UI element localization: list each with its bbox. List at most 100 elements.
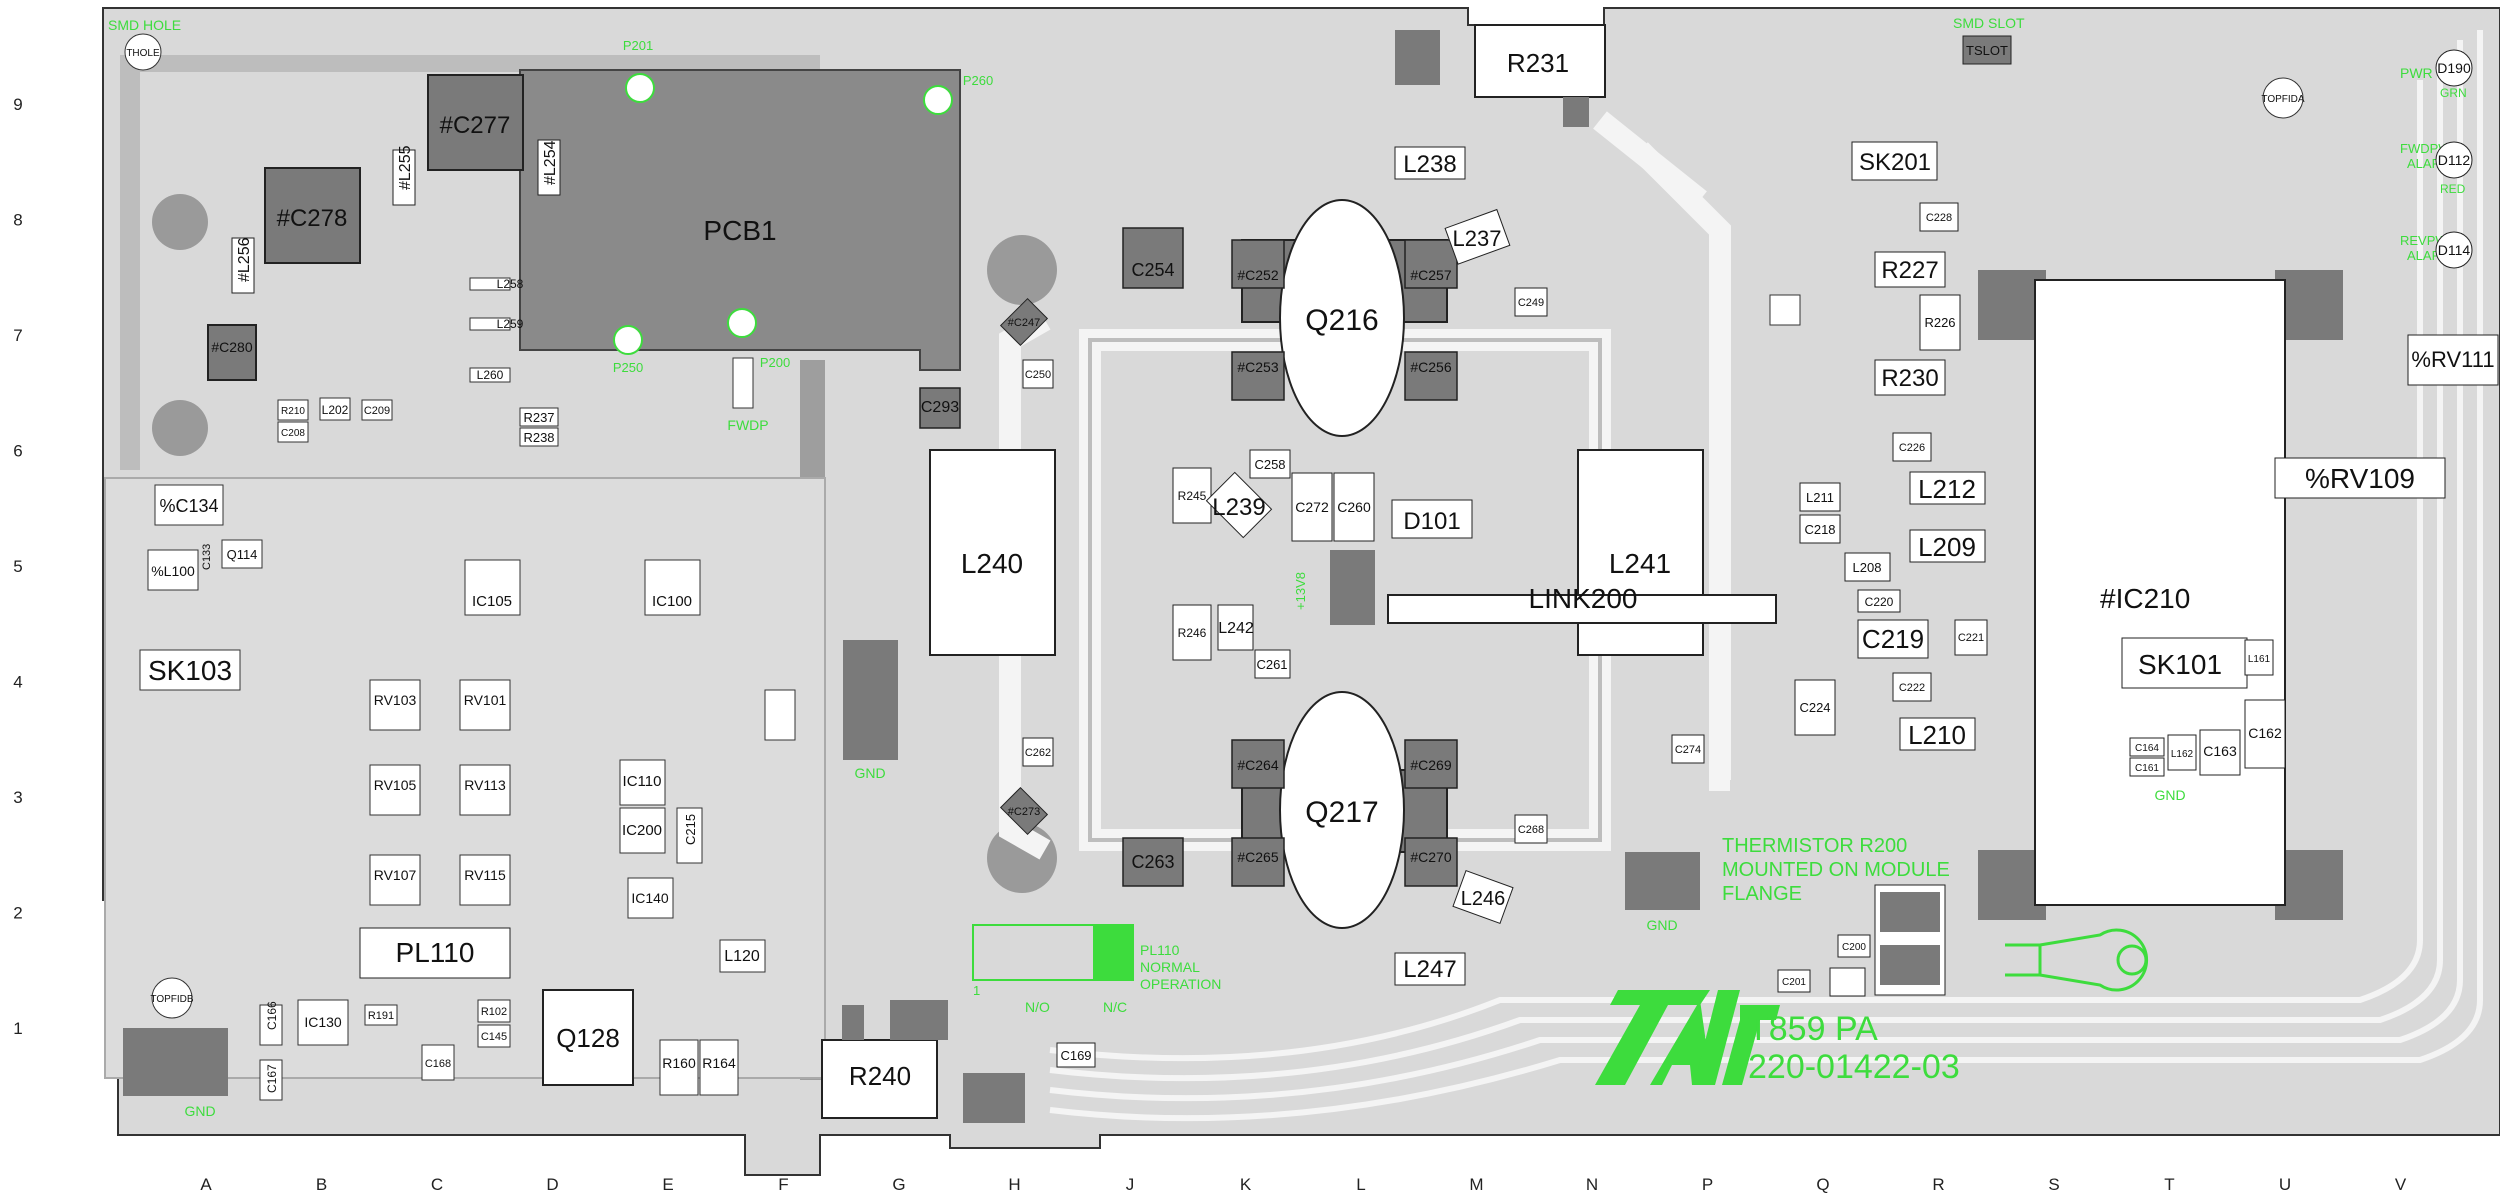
d101-component xyxy=(1391,499,1473,539)
fwdp-pad xyxy=(732,357,754,409)
grid-column-label: C xyxy=(431,1175,443,1194)
pcb1-label: PCB1 xyxy=(703,215,776,246)
l256-component xyxy=(231,237,255,294)
grid-row-label: 1 xyxy=(13,1019,22,1038)
pcb1-area-parts xyxy=(277,277,559,447)
l241-label: L241 xyxy=(1609,548,1671,579)
l242-component xyxy=(1217,604,1254,651)
c257-label: #C257 xyxy=(1410,267,1451,283)
r238-label: R238 xyxy=(523,430,554,445)
mount-pad xyxy=(152,194,208,250)
c277-component xyxy=(427,74,524,171)
c201-label: C201 xyxy=(1782,977,1806,988)
link200-bar xyxy=(1387,594,1777,624)
grid-row-label: 7 xyxy=(13,326,22,345)
grn-label: GRN xyxy=(2440,86,2467,100)
rv113-label: RV113 xyxy=(464,777,506,793)
rv111-label: %RV111 xyxy=(2411,347,2494,372)
q128-label: Q128 xyxy=(556,1023,620,1053)
l210-component xyxy=(1899,717,1976,751)
gnd-label: GND xyxy=(2154,787,2185,803)
l210-label: L210 xyxy=(1908,720,1966,750)
c263-label: C263 xyxy=(1131,852,1174,872)
c280-label: #C280 xyxy=(211,339,252,355)
r227-component xyxy=(1874,251,1946,288)
c260-component xyxy=(1333,472,1375,542)
c278-label: #C278 xyxy=(277,205,348,232)
r231-component xyxy=(1474,24,1606,98)
c200-component xyxy=(1837,934,1871,958)
l200-component xyxy=(1829,967,1866,997)
c224-component xyxy=(1794,679,1836,736)
gnd-pad xyxy=(123,1028,228,1096)
c162-label: C162 xyxy=(2248,725,2282,741)
d190-led xyxy=(2435,49,2473,87)
l208-label: L208 xyxy=(1853,560,1882,575)
l120-label: L120 xyxy=(724,948,760,965)
l254-component xyxy=(537,139,561,196)
l237-component xyxy=(1444,208,1511,265)
l202-label: L202 xyxy=(322,403,349,417)
rv107-label: RV107 xyxy=(374,867,417,883)
grid-column-label: D xyxy=(546,1175,558,1194)
l162-label: L162 xyxy=(2171,749,2194,760)
pl110-label: PL110 xyxy=(396,937,475,968)
ic130-label: IC130 xyxy=(304,1014,342,1030)
l212-label: L212 xyxy=(1918,474,1976,504)
c262-component xyxy=(1022,737,1054,767)
l237-label: L237 xyxy=(1453,226,1502,251)
l240-component xyxy=(929,449,1056,656)
pl110-note-3: OPERATION xyxy=(1140,976,1221,992)
l246-component xyxy=(1452,869,1514,925)
pl110-connector xyxy=(359,927,511,979)
c166-label: C166 xyxy=(265,1001,279,1030)
c268-component xyxy=(1514,814,1548,844)
pl110-no: N/O xyxy=(1025,999,1050,1015)
r240-component xyxy=(821,1039,938,1119)
sk103-label: SK103 xyxy=(148,655,232,686)
ground-pad xyxy=(1330,550,1375,625)
tait-logo xyxy=(1595,990,1780,1085)
r200-pad xyxy=(1880,945,1940,985)
p200-label: P200 xyxy=(760,355,790,370)
c277-label: #C277 xyxy=(440,112,511,139)
c168-label: C168 xyxy=(425,1058,451,1070)
r200-pad xyxy=(1880,892,1940,932)
thermistor-note-1: THERMISTOR R200 xyxy=(1722,835,1907,857)
ic210-frame xyxy=(2034,279,2286,906)
ic110-label: IC110 xyxy=(623,773,662,790)
topfidb-pad xyxy=(151,977,193,1019)
c258-label: C258 xyxy=(1254,457,1285,472)
plus13v8-label: +13V8 xyxy=(1293,572,1308,610)
l211-label: L211 xyxy=(1806,490,1834,505)
c272-component xyxy=(1291,472,1333,542)
thermistor-note-2: MOUNTED ON MODULE xyxy=(1722,859,1950,881)
l239-component xyxy=(1205,471,1273,539)
rf-capacitors xyxy=(919,227,1458,887)
c201-component xyxy=(1777,969,1811,993)
topfida-pad xyxy=(2262,77,2304,119)
rv103-label: RV103 xyxy=(374,692,417,708)
l209-label: L209 xyxy=(1918,532,1976,562)
l255-label: #L255 xyxy=(397,145,414,190)
c228-label: C228 xyxy=(1926,212,1952,224)
d114-label: D114 xyxy=(2438,242,2471,258)
r226-label: R226 xyxy=(1924,315,1955,330)
grid-column-label: P xyxy=(1702,1175,1713,1194)
d190-label: D190 xyxy=(2437,60,2471,76)
r246-label: R246 xyxy=(1178,626,1207,640)
c163-label: C163 xyxy=(2203,743,2237,759)
c218-label: C218 xyxy=(1804,522,1835,537)
grid-column-label: A xyxy=(200,1175,212,1194)
r245-label: R245 xyxy=(1178,489,1207,503)
pl110-pin xyxy=(1093,925,1133,980)
q114-label: Q114 xyxy=(227,547,258,562)
rv109-label: %RV109 xyxy=(2305,463,2415,494)
l238-label: L238 xyxy=(1403,151,1456,178)
r246-component xyxy=(1172,604,1212,661)
p201-pad xyxy=(625,73,655,103)
smd-slot-label: SMD SLOT xyxy=(1953,15,2025,31)
r191-label: R191 xyxy=(368,1010,394,1022)
c256-label: #C256 xyxy=(1410,359,1451,375)
